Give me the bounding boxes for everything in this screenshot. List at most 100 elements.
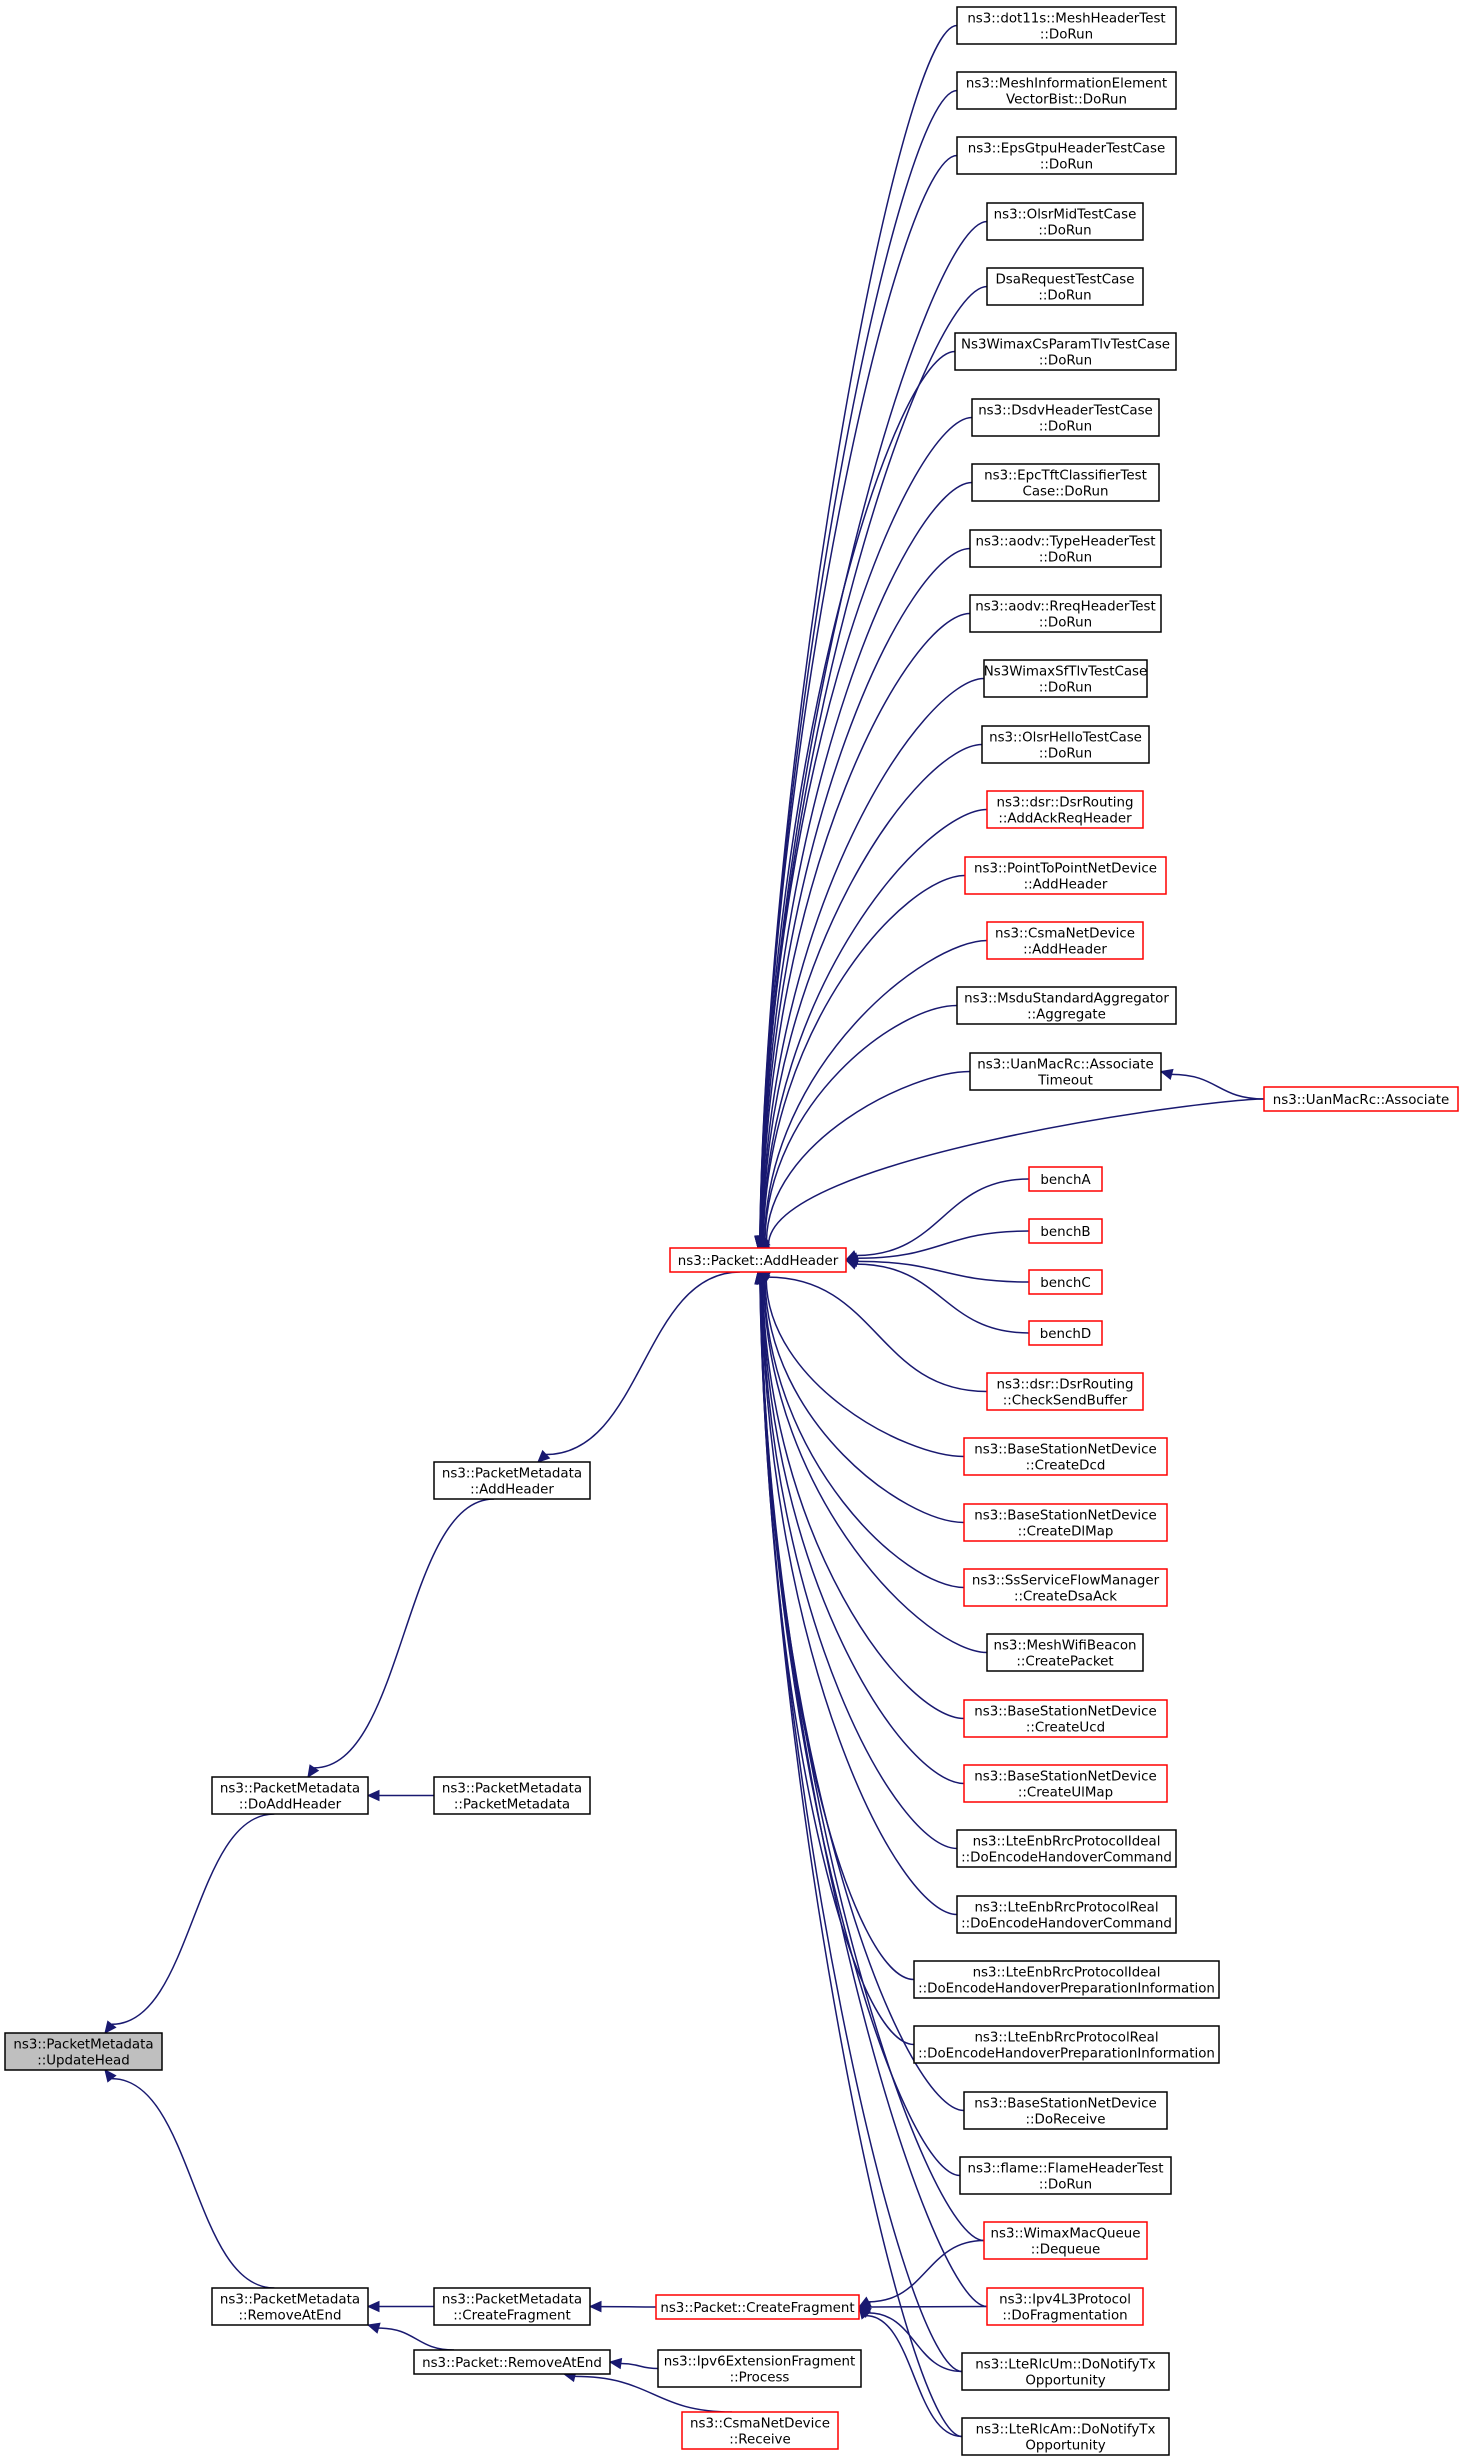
graph-node[interactable]: ns3::aodv::TypeHeaderTest::DoRun <box>969 529 1162 568</box>
graph-node[interactable]: ns3::aodv::RreqHeaderTest::DoRun <box>969 594 1162 633</box>
graph-node[interactable]: benchC <box>1028 1269 1103 1295</box>
edge-t3-to-n7 <box>759 220 988 1238</box>
graph-node[interactable]: ns3::BaseStationNetDevice::DoReceive <box>963 2091 1168 2130</box>
graph-node[interactable]: ns3::Packet::RemoveAtEnd <box>413 2349 611 2375</box>
graph-node[interactable]: ns3::PacketMetadata::RemoveAtEnd <box>211 2287 369 2326</box>
graph-node[interactable]: ns3::dsr::DsrRouting::AddAckReqHeader <box>986 790 1144 829</box>
node-box <box>986 1372 1144 1411</box>
graph-node[interactable]: ns3::PacketMetadata::PacketMetadata <box>433 1776 591 1815</box>
node-box <box>681 2411 839 2450</box>
edge-t13-to-n7 <box>762 874 966 1239</box>
graph-node[interactable]: ns3::dot11s::MeshHeaderTest::DoRun <box>956 6 1177 45</box>
node-label: ::AddHeader <box>1023 943 1107 958</box>
node-label: ::DoFragmentation <box>1002 2309 1127 2324</box>
graph-node[interactable]: ns3::MeshWifiBeacon::CreatePacket <box>986 1633 1144 1672</box>
graph-node[interactable]: ns3::DsdvHeaderTestCase::DoRun <box>971 398 1160 437</box>
graph-node[interactable]: ns3::CsmaNetDevice::Receive <box>681 2411 839 2450</box>
graph-node[interactable]: ns3::OlsrMidTestCase::DoRun <box>986 202 1144 241</box>
node-box <box>969 1052 1162 1091</box>
edge-t9-to-n7 <box>760 612 971 1238</box>
graph-node[interactable]: ns3::PacketMetadata::CreateFragment <box>433 2287 591 2326</box>
graph-node[interactable]: ns3::UanMacRc::Associate <box>1263 1086 1459 1112</box>
graph-node[interactable]: ns3::MeshInformationElementVectorBist::D… <box>956 71 1177 110</box>
graph-node[interactable]: ns3::WimaxMacQueue::Dequeue <box>983 2221 1148 2260</box>
graph-node[interactable]: ns3::BaseStationNetDevice::CreateUcd <box>963 1699 1168 1738</box>
node-label: ns3::EpsGtpuHeaderTestCase <box>968 142 1165 157</box>
graph-node[interactable]: ns3::LteEnbRrcProtocolReal::DoEncodeHand… <box>913 2025 1220 2064</box>
node-box <box>669 1247 847 1273</box>
node-box <box>956 6 1177 45</box>
node-box <box>1028 1166 1103 1192</box>
arrowhead <box>104 2069 117 2083</box>
node-label: ns3::CsmaNetDevice <box>995 927 1135 942</box>
graph-node[interactable]: ns3::Packet::CreateFragment <box>655 2294 860 2320</box>
graph-node[interactable]: ns3::BaseStationNetDevice::CreateDlMap <box>963 1503 1168 1542</box>
arrowhead <box>366 1789 380 1802</box>
graph-node[interactable]: ns3::Ipv4L3Protocol::DoFragmentation <box>986 2287 1144 2326</box>
node-label: ns3::Packet::CreateFragment <box>660 2301 854 2316</box>
graph-node[interactable]: ns3::BaseStationNetDevice::CreateUlMap <box>963 1764 1168 1803</box>
graph-node[interactable]: ns3::PacketMetadata::DoAddHeader <box>211 1776 369 1815</box>
edge-t29-to-n7 <box>760 1282 958 1850</box>
node-label: ns3::Packet::RemoveAtEnd <box>422 2356 602 2371</box>
node-label: ns3::Ipv4L3Protocol <box>999 2293 1131 2308</box>
graph-node[interactable]: Ns3WimaxCsParamTlvTestCase::DoRun <box>954 332 1177 371</box>
node-label: Opportunity <box>1025 2439 1105 2454</box>
graph-node[interactable]: ns3::EpsGtpuHeaderTestCase::DoRun <box>956 136 1177 175</box>
edge-t21-to-n7 <box>856 1263 1030 1334</box>
graph-node[interactable]: ns3::Packet::AddHeader <box>669 1247 847 1273</box>
graph-node[interactable]: ns3::flame::FlameHeaderTest::DoRun <box>959 2156 1172 2195</box>
node-box <box>961 2352 1170 2391</box>
graph-node[interactable]: ns3::BaseStationNetDevice::CreateDcd <box>963 1437 1168 1476</box>
graph-node[interactable]: ns3::Ipv6ExtensionFragment::Process <box>657 2349 862 2388</box>
edge-t17-to-n7 <box>767 1098 1265 1245</box>
node-label: ns3::Packet::AddHeader <box>678 1254 839 1269</box>
graph-node[interactable]: benchB <box>1028 1218 1103 1244</box>
graph-node[interactable]: benchD <box>1028 1320 1103 1346</box>
graph-node[interactable]: ns3::OlsrHelloTestCase::DoRun <box>981 725 1150 764</box>
graph-node[interactable]: ns3::LteEnbRrcProtocolReal::DoEncodeHand… <box>956 1895 1177 1934</box>
graph-node[interactable]: Ns3WimaxSfTlvTestCase::DoRun <box>983 659 1148 698</box>
node-label: ::PacketMetadata <box>454 1798 570 1813</box>
node-label: VectorBist::DoRun <box>1006 93 1127 108</box>
node-label: ns3::BaseStationNetDevice <box>974 1770 1157 1785</box>
graph-node[interactable]: benchA <box>1028 1166 1103 1192</box>
node-box <box>969 594 1162 633</box>
graph-node[interactable]: ns3::PacketMetadata::AddHeader <box>433 1461 591 1500</box>
graph-node[interactable]: ns3::SsServiceFlowManager::CreateDsaAck <box>963 1568 1168 1607</box>
graph-node[interactable]: DsaRequestTestCase::DoRun <box>986 267 1144 306</box>
node-label: Case::DoRun <box>1023 485 1109 500</box>
node-label: ::CreateDsaAck <box>1014 1590 1117 1605</box>
node-box <box>913 2025 1220 2064</box>
edge-t16-to-n7 <box>765 1070 971 1241</box>
graph-node[interactable]: ns3::PointToPointNetDevice::AddHeader <box>964 856 1167 895</box>
graph-node[interactable]: ns3::CsmaNetDevice::AddHeader <box>986 921 1144 960</box>
node-label: ::CreatePacket <box>1016 1655 1113 1670</box>
node-label: ns3::LteRlcAm::DoNotifyTx <box>976 2423 1156 2438</box>
node-box <box>657 2349 862 2388</box>
node-label: ns3::BaseStationNetDevice <box>974 2097 1157 2112</box>
node-box <box>433 2287 591 2326</box>
node-label: ::Receive <box>729 2433 790 2448</box>
edges-layer <box>104 24 1265 2438</box>
node-label: ns3::UanMacRc::Associate <box>977 1058 1153 1073</box>
node-label: ns3::PacketMetadata <box>442 1467 582 1482</box>
node-box <box>1263 1086 1459 1112</box>
edge-t5-to-n7 <box>759 350 956 1238</box>
edge-t25-to-n7 <box>763 1281 965 1589</box>
graph-node[interactable]: ns3::LteEnbRrcProtocolIdeal::DoEncodeHan… <box>956 1829 1177 1868</box>
graph-node[interactable]: ns3::LteEnbRrcProtocolIdeal::DoEncodeHan… <box>913 1960 1220 1999</box>
graph-node[interactable]: ns3::MsduStandardAggregator::Aggregate <box>956 986 1177 1025</box>
node-label: ::DoRun <box>1039 420 1092 435</box>
graph-node[interactable]: ns3::dsr::DsrRouting::CheckSendBuffer <box>986 1372 1144 1411</box>
node-label: Ns3WimaxCsParamTlvTestCase <box>961 338 1170 353</box>
node-label: ns3::DsdvHeaderTestCase <box>978 404 1153 419</box>
node-label: ns3::OlsrMidTestCase <box>994 208 1137 223</box>
node-label: ::DoRun <box>1040 158 1093 173</box>
node-box <box>986 1633 1144 1672</box>
